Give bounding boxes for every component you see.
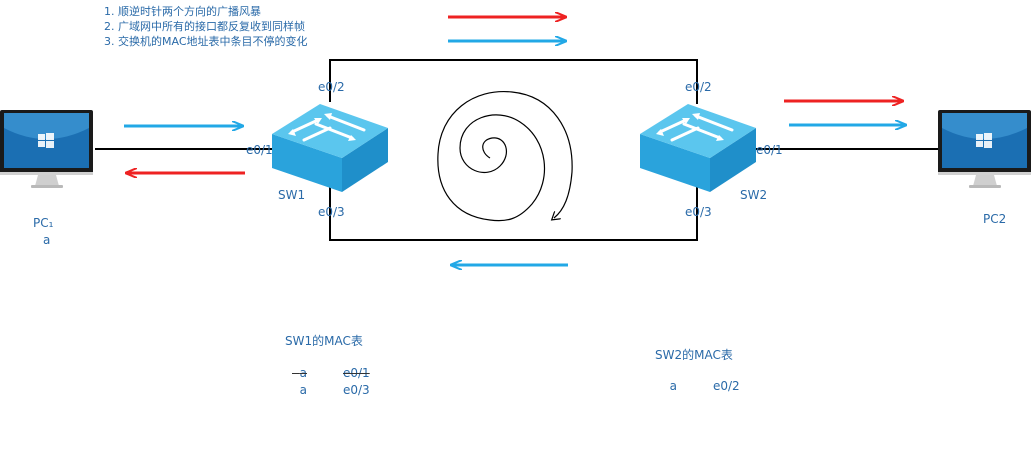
sw2-switch-icon bbox=[640, 104, 756, 192]
sw2-mac-row-1-port: e0/2 bbox=[713, 379, 740, 393]
sw2-port-right: e0/1 bbox=[756, 143, 783, 157]
sw1-port-bottom: e0/3 bbox=[318, 205, 345, 219]
notes-list: 1. 顺逆时针两个方向的广播风暴 2. 广域网中所有的接口都反复收到同样帧 3.… bbox=[104, 4, 308, 49]
pc1-mac: a bbox=[43, 233, 51, 247]
note-item-3: 3. 交换机的MAC地址表中条目不停的变化 bbox=[104, 35, 308, 48]
sw2-mac-row-1: a e0/2 bbox=[662, 365, 740, 393]
sw2-port-top: e0/2 bbox=[685, 80, 712, 94]
pc1-monitor-icon bbox=[0, 110, 93, 188]
sw1-mac-row-1-struck: a e0/1 bbox=[292, 352, 370, 380]
sw1-mac-row-2: a e0/3 bbox=[292, 369, 370, 397]
note-item-1: 1. 顺逆时针两个方向的广播风暴 bbox=[104, 5, 261, 18]
sw2-mac-row-1-mac: a bbox=[669, 379, 677, 393]
sw1-port-left: e0/1 bbox=[246, 143, 273, 157]
note-item-2: 2. 广域网中所有的接口都反复收到同样帧 bbox=[104, 20, 305, 33]
sw1-mac-row-2-mac: a bbox=[299, 383, 307, 397]
loop-spiral-icon bbox=[437, 90, 573, 222]
sw2-mac-table-title: SW2的MAC表 bbox=[655, 348, 733, 362]
sw1-label: SW1 bbox=[278, 188, 306, 202]
links bbox=[95, 59, 938, 241]
sw1-switch-icon bbox=[272, 104, 388, 192]
sw1-mac-row-1-mac: a bbox=[299, 366, 307, 380]
sw1-mac-row-2-port: e0/3 bbox=[343, 383, 370, 397]
pc2-monitor-icon bbox=[938, 110, 1031, 188]
pc1-label: PC₁ bbox=[33, 216, 54, 230]
link-sw1-sw2-top bbox=[329, 59, 698, 104]
sw1-mac-row-1-port: e0/1 bbox=[343, 366, 370, 380]
pc2-label: PC2 bbox=[983, 212, 1007, 226]
link-sw1-sw2-bottom bbox=[329, 184, 698, 241]
sw1-mac-table-title: SW1的MAC表 bbox=[285, 334, 363, 348]
sw2-port-bottom: e0/3 bbox=[685, 205, 712, 219]
sw1-port-top: e0/2 bbox=[318, 80, 345, 94]
sw2-label: SW2 bbox=[740, 188, 768, 202]
